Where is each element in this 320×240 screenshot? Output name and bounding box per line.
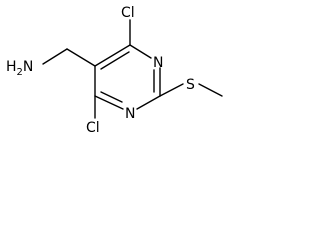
atom-n-upper: N	[153, 55, 163, 71]
atom-cl-bottom: Cl	[86, 120, 100, 136]
atom-s: S	[186, 77, 195, 93]
chemical-structure-canvas: Cl N N Cl S H2N	[0, 0, 235, 138]
bond-s-methyl	[198, 83, 223, 97]
atom-n-lower: N	[125, 106, 135, 122]
bond-c5-c4-inner	[100, 51, 130, 70]
molecule-diagram: Cl N N Cl S H2N	[6, 5, 223, 136]
bond-n1-c6	[94, 95, 124, 110]
bond-n1-c6-inner	[100, 91, 123, 103]
atom-cl-top: Cl	[121, 5, 135, 21]
bond-c2-n1	[136, 95, 161, 110]
bond-c5-c4	[94, 44, 131, 67]
bond-c2-s	[159, 83, 184, 97]
bond-c5-ch2	[66, 48, 96, 67]
amine-h: H	[6, 59, 17, 75]
amine-n: N	[23, 59, 33, 75]
bond-c4-n3	[129, 44, 152, 59]
atom-amine: H2N	[6, 59, 33, 78]
bond-ch2-nh2	[42, 48, 68, 65]
amine-subscript: 2	[17, 67, 23, 78]
